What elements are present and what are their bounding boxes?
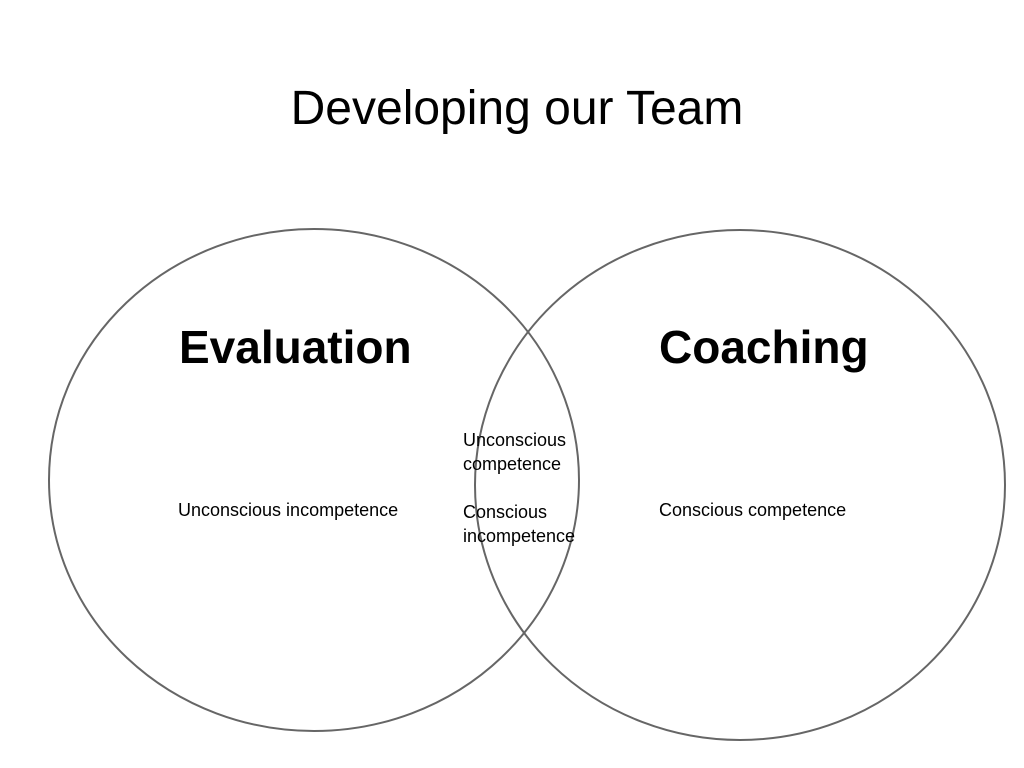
overlap-text: Unconscious competence Conscious incompe… bbox=[463, 428, 603, 548]
overlap-line-1: Unconscious bbox=[463, 430, 567, 450]
overlap-line-2: competence bbox=[463, 454, 562, 474]
coaching-circle bbox=[474, 229, 1006, 741]
evaluation-circle bbox=[48, 228, 580, 732]
overlap-spacer bbox=[463, 476, 603, 500]
evaluation-heading: Evaluation bbox=[179, 321, 412, 373]
overlap-line-4: incompetence bbox=[463, 526, 576, 546]
evaluation-text: Unconscious incompetence bbox=[178, 500, 399, 520]
coaching-text: Conscious competence bbox=[659, 500, 847, 520]
overlap-line-3: Conscious bbox=[463, 502, 548, 522]
slide-title: Developing our Team bbox=[290, 82, 744, 135]
coaching-heading: Coaching bbox=[659, 321, 869, 373]
